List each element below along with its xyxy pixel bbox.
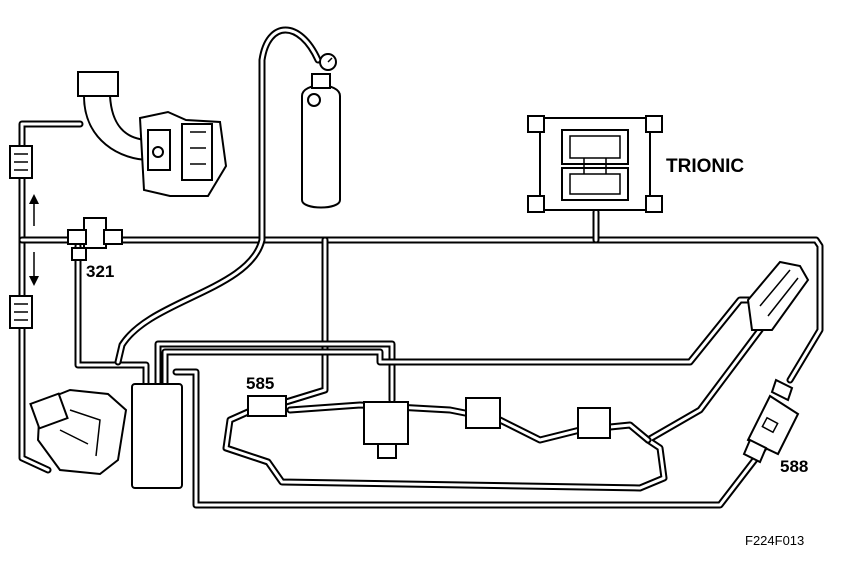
turbocharger: [77, 71, 228, 197]
arrow-down-icon: [29, 276, 39, 286]
valve-585: [247, 395, 287, 417]
figure-id-label: F224F013: [745, 533, 804, 548]
valve-321: [67, 217, 123, 261]
filler-neck: [746, 260, 810, 331]
trionic-label: TRIONIC: [666, 156, 744, 177]
sensor-588: [742, 378, 800, 464]
trionic-ecu: [527, 115, 663, 213]
rollover-valve-2: [577, 407, 611, 439]
flow-direction-arrows: [29, 194, 39, 286]
fuel-tank: [222, 296, 784, 492]
charcoal-canister: [131, 383, 183, 489]
hose-network: [18, 26, 824, 509]
check-valves: [9, 145, 33, 329]
valve-585-label: 585: [246, 374, 274, 393]
arrow-up-icon: [29, 194, 39, 204]
rollover-valve-1: [465, 397, 501, 429]
throttle-body: [29, 388, 128, 476]
fuel-pump-foot: [377, 443, 397, 459]
sensor-588-label: 588: [780, 457, 808, 476]
valve-321-label: 321: [86, 262, 114, 281]
fuel-pump-unit: [363, 401, 409, 445]
pressure-gas-cylinder: [301, 53, 341, 209]
